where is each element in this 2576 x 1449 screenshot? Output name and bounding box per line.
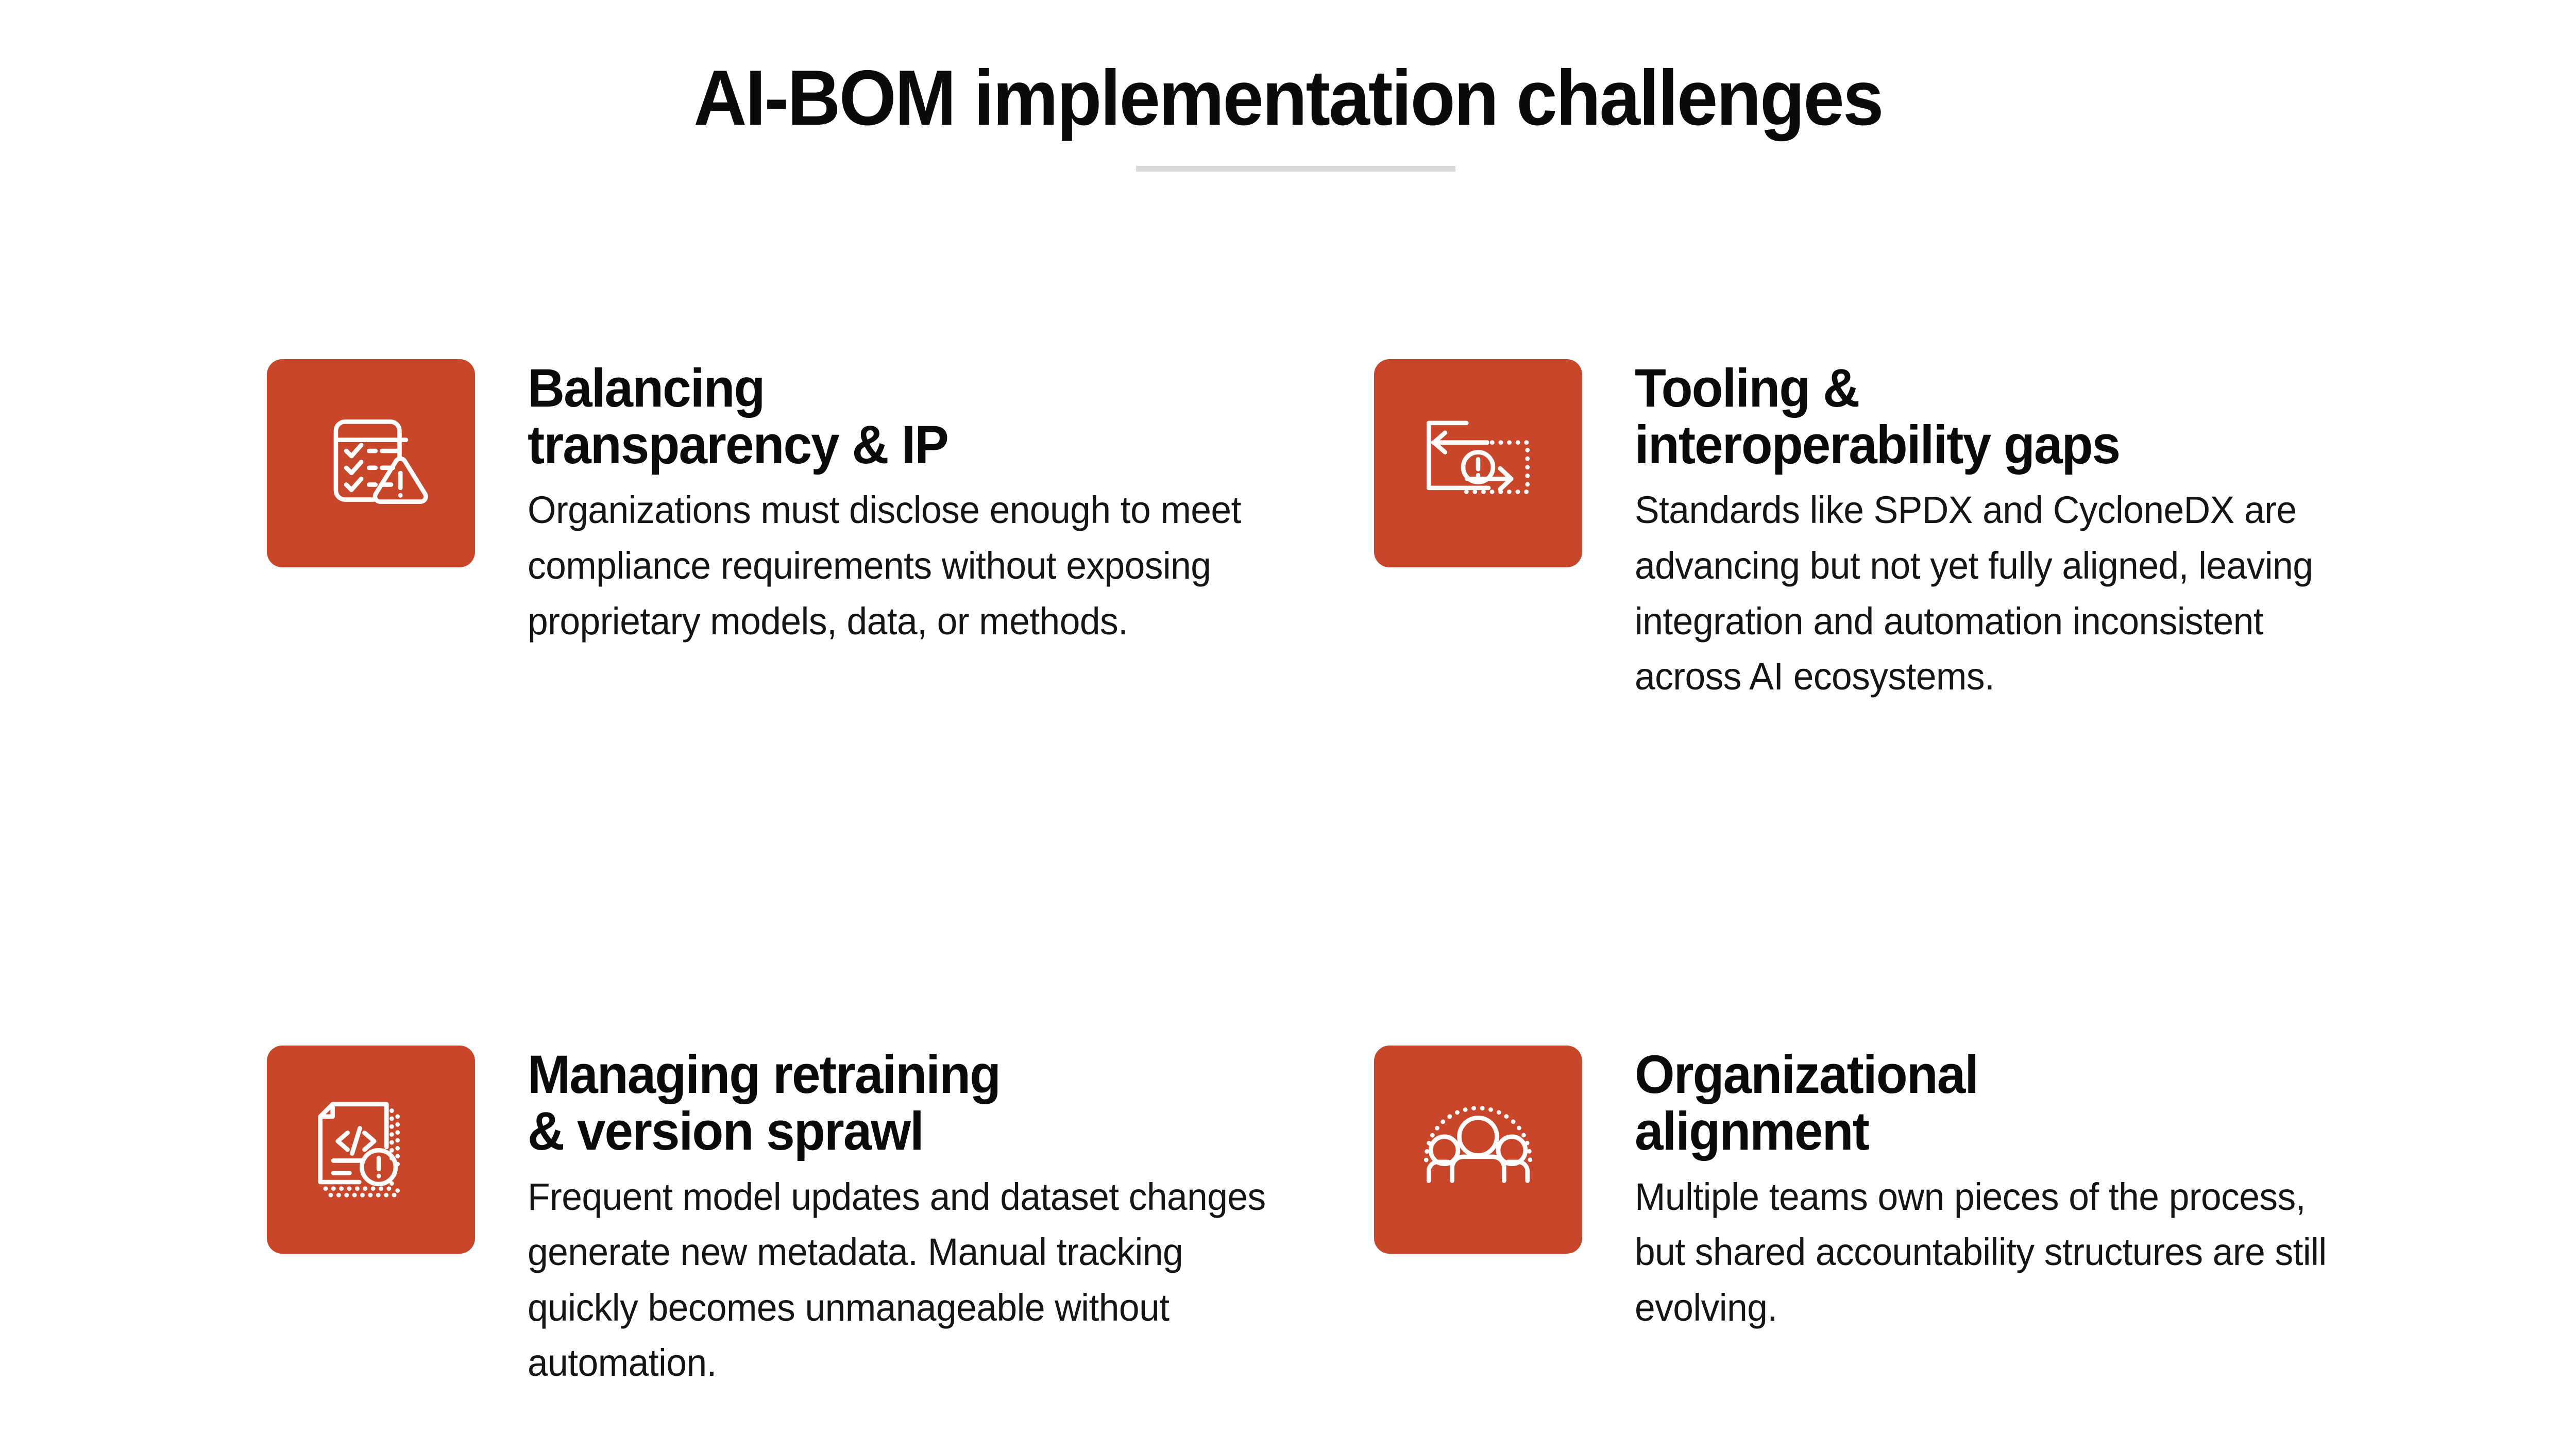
card-title: Tooling & interoperability gaps [1635, 358, 2121, 475]
card-text: Organizations must disclose enough to me… [528, 488, 1241, 643]
card-title: Balancing transparency & IP [528, 358, 949, 475]
icon-tile [267, 1046, 475, 1254]
card-text: Multiple teams own pieces of the process… [1635, 1175, 2327, 1329]
card-body: Organizational alignment Multiple teams … [1582, 1046, 2379, 1335]
card-text: Frequent model updates and dataset chang… [528, 1175, 1266, 1385]
challenge-card-grid: Balancing transparency & IP Organization… [267, 359, 2379, 1391]
title-divider [1136, 166, 1455, 172]
card-body: Tooling & interoperability gaps Standard… [1582, 359, 2379, 704]
code-document-warning-icon [318, 1102, 400, 1198]
page-title: AI-BOM implementation challenges [693, 54, 1884, 142]
challenge-card-balancing-transparency-ip: Balancing transparency & IP Organization… [267, 359, 1374, 704]
card-body: Managing retraining & version sprawl Fre… [475, 1046, 1374, 1391]
slide-header: AI-BOM implementation challenges [0, 0, 2576, 140]
card-body: Balancing transparency & IP Organization… [475, 359, 1374, 649]
interoperability-exchange-warning-icon [1426, 420, 1530, 494]
checklist-warning-icon [333, 419, 428, 504]
icon-tile [1374, 359, 1582, 567]
card-title: Managing retraining & version sprawl [528, 1044, 1001, 1161]
challenge-card-organizational-alignment: Organizational alignment Multiple teams … [1374, 1046, 2379, 1391]
card-row: Managing retraining & version sprawl Fre… [267, 1046, 2379, 1391]
challenge-card-tooling-interoperability-gaps: Tooling & interoperability gaps Standard… [1374, 359, 2379, 704]
card-row: Balancing transparency & IP Organization… [267, 359, 2379, 704]
people-group-icon [1423, 1106, 1533, 1183]
icon-tile [267, 359, 475, 567]
card-text: Standards like SPDX and CycloneDX are ad… [1635, 488, 2313, 698]
icon-tile [1374, 1046, 1582, 1254]
card-title: Organizational alignment [1635, 1044, 1979, 1161]
challenge-card-managing-retraining-version-sprawl: Managing retraining & version sprawl Fre… [267, 1046, 1374, 1391]
